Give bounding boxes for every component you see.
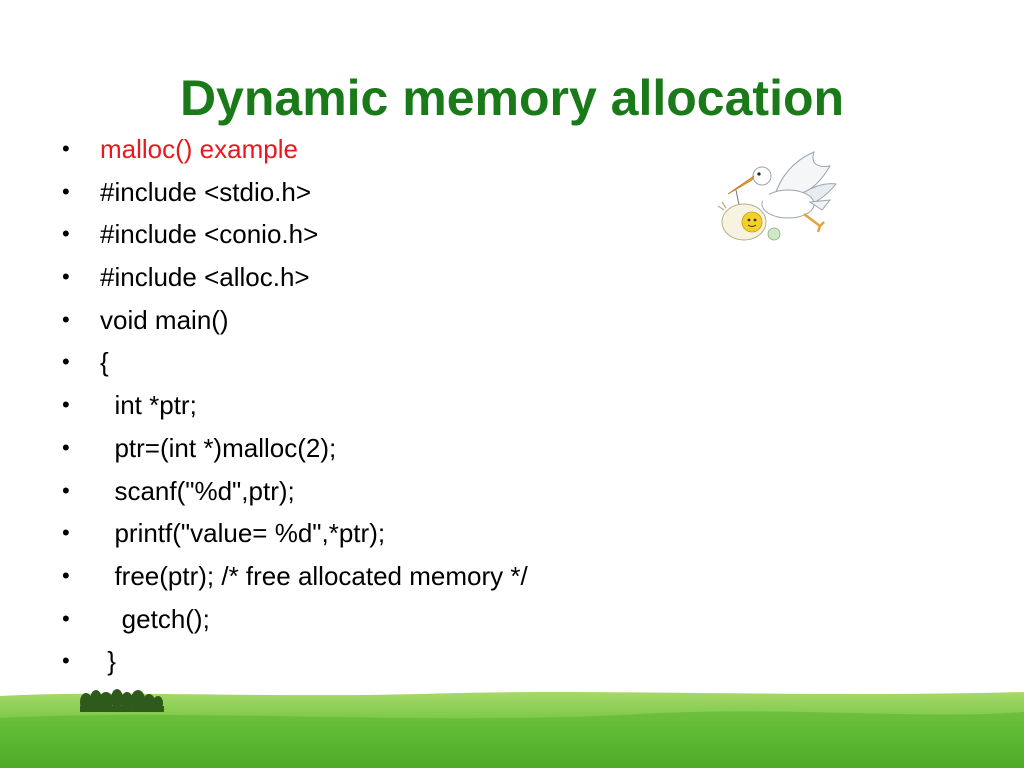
green-meadow-with-trees [0,689,1024,768]
list-item-text: free(ptr); /* free allocated memory */ [100,560,528,591]
list-item-text: } [100,646,116,677]
bullet-icon: • [62,178,70,204]
list-item-text: #include <stdio.h> [100,176,312,207]
bullet-icon: • [62,648,70,674]
stork-carrying-baby-icon [717,151,837,241]
list-item-text: #include <conio.h> [100,219,319,250]
list-item-text: void main() [100,304,229,335]
slide-title: Dynamic memory allocation [179,70,845,126]
bullet-icon: • [62,349,70,375]
bullet-icon: • [62,477,70,503]
bullet-icon: • [62,221,70,247]
list-item-text: getch(); [100,603,210,634]
list-item-text: #include <alloc.h> [100,262,310,293]
bullet-icon: • [62,434,70,460]
bullet-icon: • [62,605,70,631]
list-item-text: int *ptr; [100,390,197,421]
list-item-text: malloc() example [100,134,298,164]
bullet-icon: • [62,136,70,161]
bullet-icon: • [62,306,70,332]
list-item-text: ptr=(int *)malloc(2); [100,432,337,463]
list-item-text: scanf("%d",ptr); [100,475,295,506]
bullet-icon: • [62,520,70,546]
bullet-icon: • [62,562,70,588]
list-item-text: printf("value= %d",*ptr); [100,518,386,549]
bullet-icon: • [62,392,70,418]
list-item-text: { [100,347,109,378]
bullet-icon: • [62,264,70,290]
